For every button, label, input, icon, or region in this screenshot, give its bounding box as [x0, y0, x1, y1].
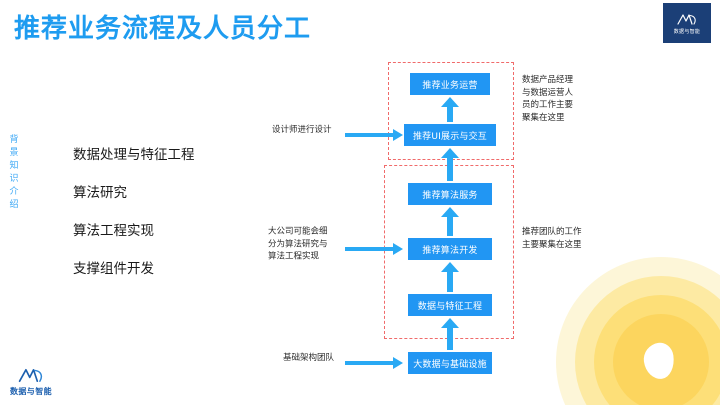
arrow-shaft — [345, 247, 393, 251]
annotation-pm-line3: 员的工作主要 — [522, 100, 574, 110]
list-item: 算法研究 — [73, 185, 127, 201]
list-item: 数据处理与特征工程 — [73, 147, 195, 163]
flow-arrow-up-5 — [441, 318, 459, 350]
list-item: 算法工程实现 — [73, 223, 154, 239]
annotation-pm-line2: 与数据运营人 — [522, 87, 574, 98]
flow-arrow-up-2 — [441, 148, 459, 181]
arrow-head-icon — [441, 97, 459, 107]
flow-node-data-feature-engineering[interactable]: 数据与特征工程 — [408, 294, 492, 316]
ring-2 — [594, 295, 720, 405]
section-side-label: 背景知识介绍 — [9, 135, 19, 210]
arrow-shaft — [447, 106, 453, 122]
brand-badge-top-right: 数据与智能 — [663, 3, 711, 43]
flow-node-ui-interaction[interactable]: 推荐UI展示与交互 — [404, 124, 496, 146]
list-item: 支撑组件开发 — [73, 261, 154, 277]
annotation-team-line2: 主要聚集在这里 — [522, 239, 582, 250]
arrow-head-icon — [393, 357, 403, 369]
brand-badge-text: 数据与智能 — [673, 28, 701, 35]
brand-logo-bottom-left: 数据与智能 — [10, 366, 52, 397]
ring-3 — [575, 276, 720, 405]
annotation-arrow-designer — [345, 129, 403, 141]
annotation-arrow-bigco — [345, 243, 403, 255]
annotation-designer: 设计师进行设计 — [272, 124, 332, 135]
arrow-head-icon — [441, 148, 459, 158]
flow-node-business-operations[interactable]: 推荐业务运营 — [410, 73, 490, 95]
annotation-bigco-line3: 算法工程实现 — [268, 251, 320, 262]
arrow-shaft — [345, 133, 393, 137]
flow-arrow-up-1 — [441, 97, 459, 122]
flow-node-bigdata-infrastructure[interactable]: 大数据与基础设施 — [408, 352, 492, 374]
annotation-bigco: 大公司可能会细 分为算法研究与 算法工程实现 — [268, 225, 328, 263]
ring-inner — [613, 314, 709, 405]
annotation-bigco-line1: 大公司可能会细 — [268, 226, 328, 237]
arrow-head-icon — [393, 243, 403, 255]
ai-wave-logo-icon — [18, 368, 43, 383]
annotation-infra-team: 基础架构团队 — [283, 352, 335, 363]
arrow-shaft — [345, 361, 393, 365]
bullet-list: 数据处理与特征工程 算法研究 算法工程实现 支撑组件开发 — [73, 143, 195, 277]
annotation-pm-line1: 数据产品经理 — [522, 75, 574, 85]
arrow-shaft — [447, 216, 453, 236]
ring-outer — [556, 257, 720, 405]
decorative-rings — [556, 257, 720, 405]
ai-wave-logo-icon — [677, 13, 696, 25]
arrow-shaft — [447, 271, 453, 292]
flow-node-algorithm-development[interactable]: 推荐算法开发 — [408, 238, 492, 260]
annotation-recommendation-team: 推荐团队的工作 主要聚集在这里 — [522, 226, 582, 251]
arrow-head-icon — [393, 129, 403, 141]
flow-node-algorithm-service[interactable]: 推荐算法服务 — [408, 183, 492, 205]
arrow-shaft — [447, 327, 453, 350]
annotation-team-line1: 推荐团队的工作 — [522, 227, 582, 237]
brand-logo-text: 数据与智能 — [10, 387, 52, 396]
annotation-pm-line4: 聚集在这里 — [522, 112, 565, 123]
annotation-arrow-infra — [345, 357, 403, 369]
ring-blob-shape — [641, 341, 677, 381]
annotation-product-managers: 数据产品经理 与数据运营人 员的工作主要 聚集在这里 — [522, 74, 573, 124]
page-title: 推荐业务流程及人员分工 — [14, 14, 312, 44]
arrow-head-icon — [441, 262, 459, 272]
arrow-shaft — [447, 157, 453, 181]
flow-arrow-up-3 — [441, 207, 459, 236]
arrow-head-icon — [441, 207, 459, 217]
arrow-head-icon — [441, 318, 459, 328]
flow-arrow-up-4 — [441, 262, 459, 292]
annotation-bigco-line2: 分为算法研究与 — [268, 238, 328, 249]
